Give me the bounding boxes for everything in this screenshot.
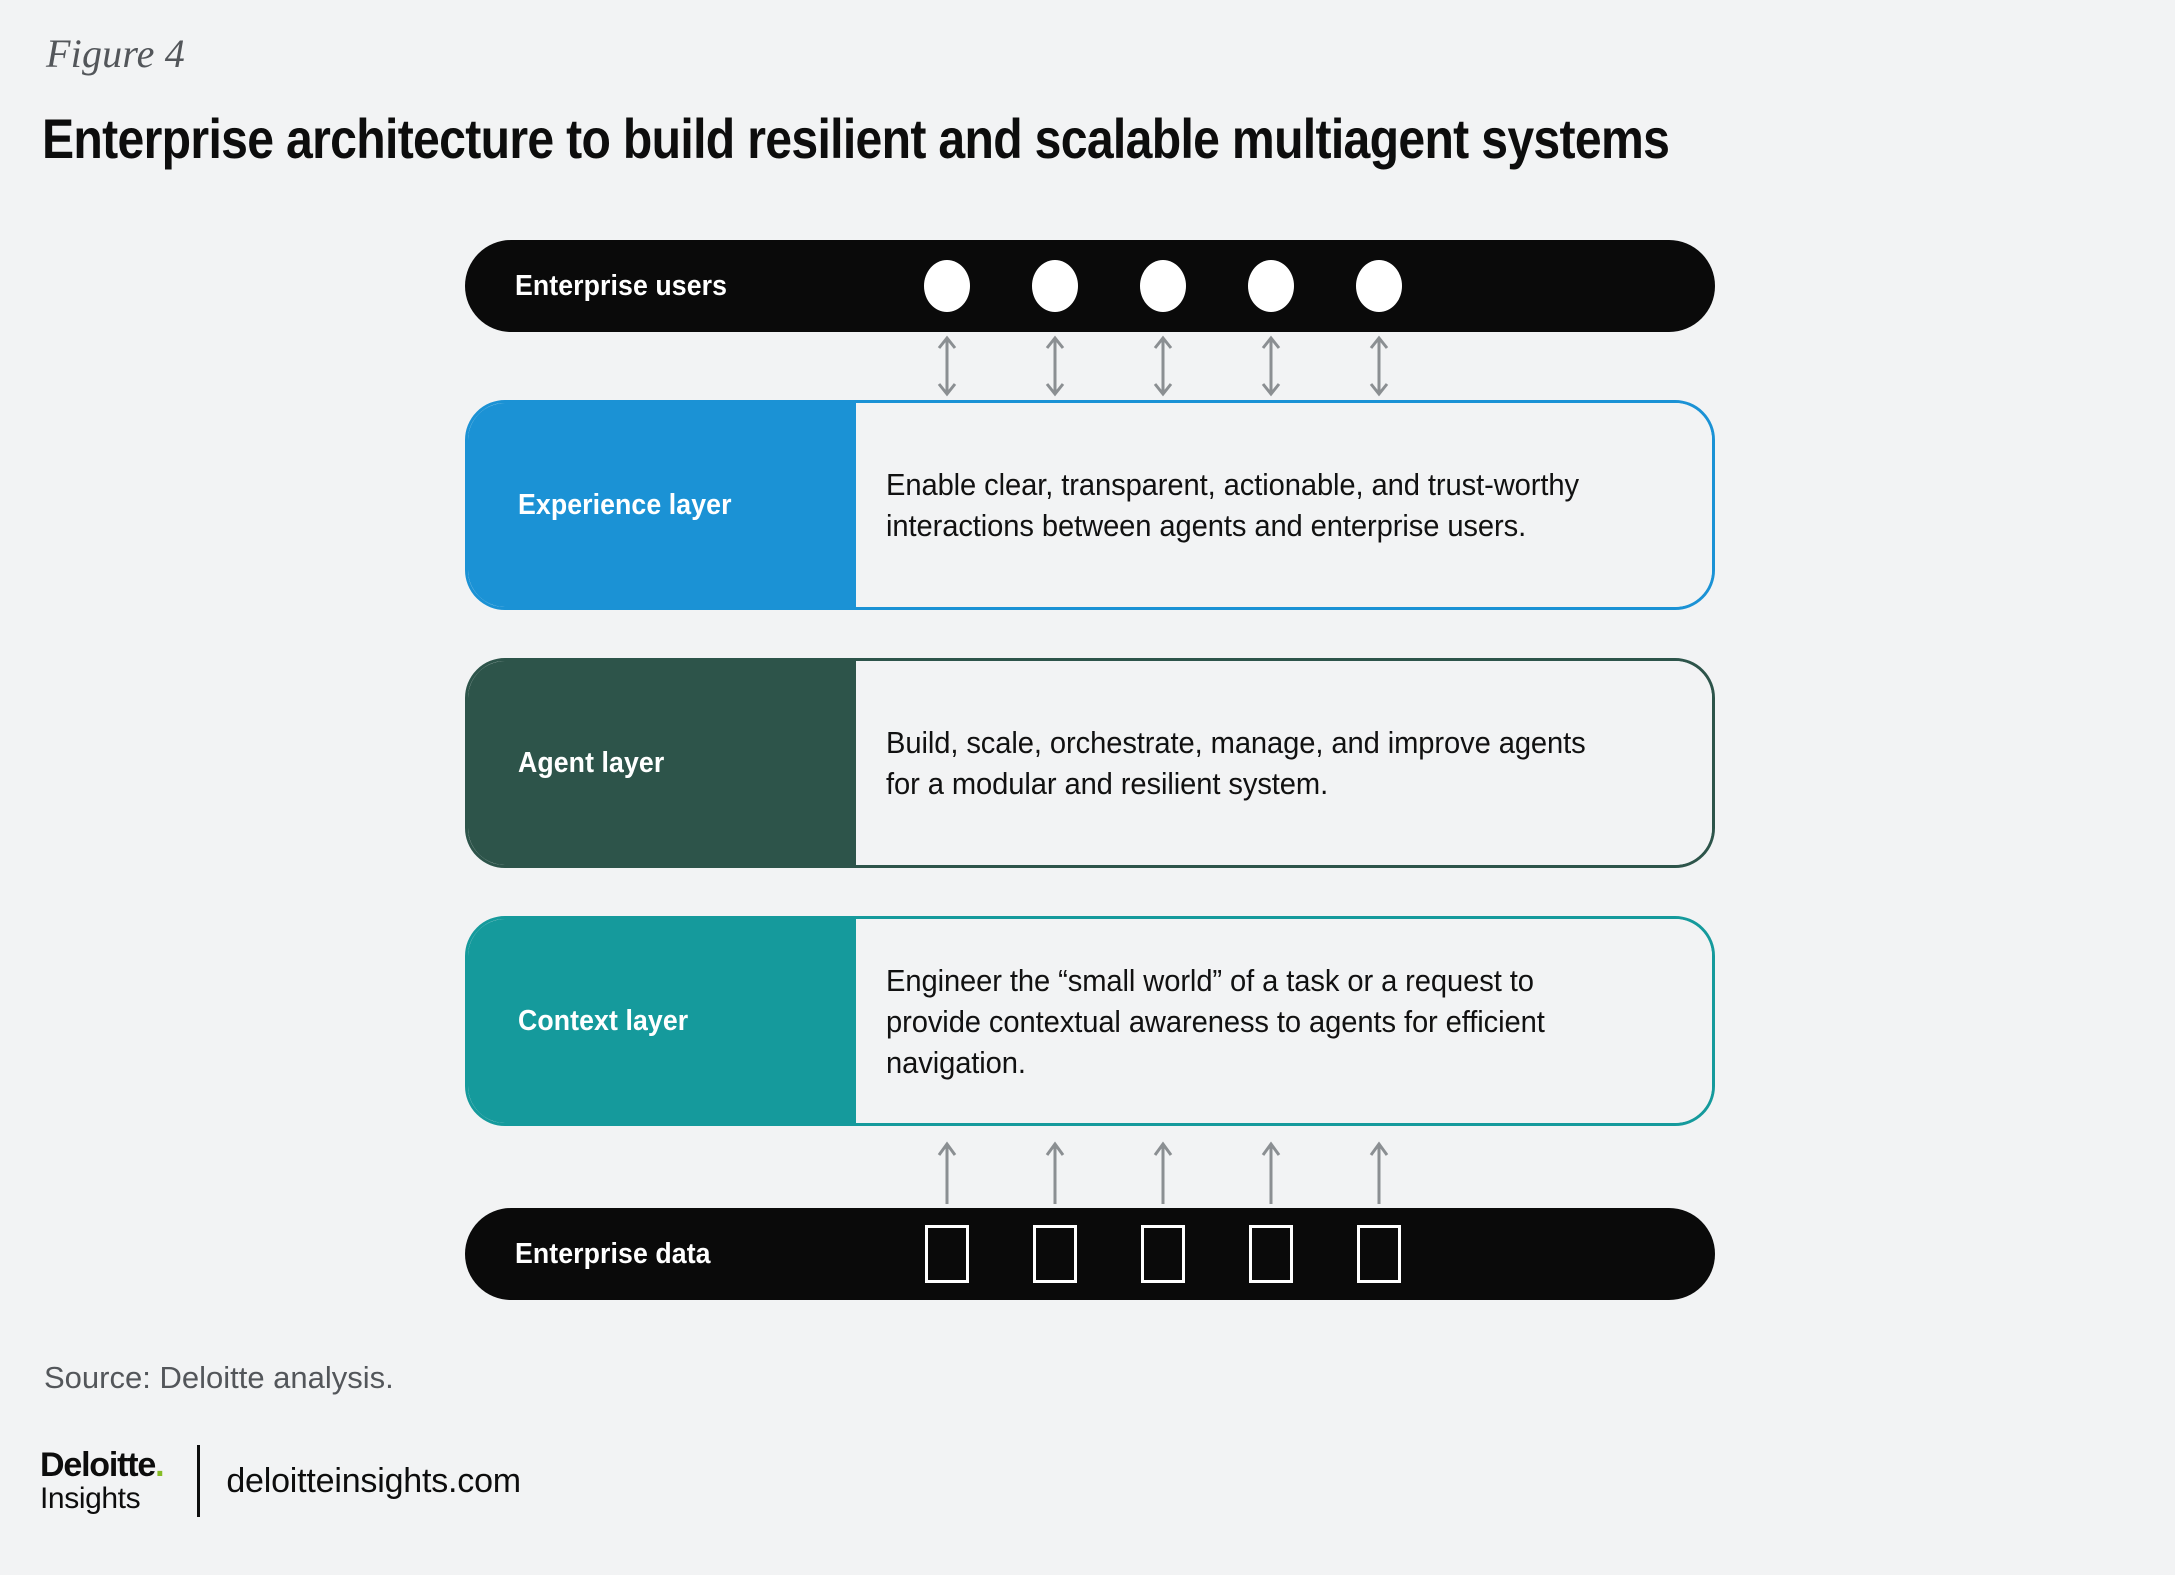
- layer-name: Experience layer: [518, 488, 732, 521]
- double-headed-vertical-arrow-icon: [1045, 335, 1065, 397]
- deloitte-insights-logo: Deloitte. Insights deloitteinsights.com: [40, 1445, 521, 1517]
- double-headed-vertical-arrow-icon: [937, 335, 957, 397]
- arrow-slot: [893, 1138, 1001, 1208]
- user-icon-slot: [1217, 260, 1325, 312]
- layer-left-panel: Context layer: [468, 919, 856, 1123]
- arrow-slot: [1217, 1138, 1325, 1208]
- up-arrow-icon: [1261, 1141, 1281, 1204]
- data-square-icon: [1033, 1225, 1077, 1283]
- logo-deloitte-text: Deloitte.: [40, 1446, 165, 1484]
- layer-right-panel: Enable clear, transparent, actionable, a…: [856, 403, 1712, 607]
- data-icon-row: [893, 1208, 1533, 1300]
- double-headed-vertical-arrow-icon: [1369, 335, 1389, 397]
- figure-number-label: Figure 4: [46, 31, 185, 76]
- user-circle-icon: [1248, 260, 1294, 312]
- layer-description: Build, scale, orchestrate, manage, and i…: [886, 725, 1586, 801]
- up-arrow-icon: [937, 1141, 957, 1204]
- data-square-icon: [1249, 1225, 1293, 1283]
- user-icon-slot: [1325, 260, 1433, 312]
- deloitte-insights-url[interactable]: deloitteinsights.com: [226, 1461, 521, 1500]
- user-circle-icon: [924, 260, 970, 312]
- arrow-slot: [1325, 332, 1433, 400]
- arrow-slot: [1325, 1138, 1433, 1208]
- data-icon-slot: [1109, 1225, 1217, 1283]
- layer-left-panel: Experience layer: [468, 403, 856, 607]
- data-icon-slot: [1001, 1225, 1109, 1283]
- up-arrow-icon: [1369, 1141, 1389, 1204]
- arrow-slot: [1001, 332, 1109, 400]
- data-icon-slot: [893, 1225, 1001, 1283]
- logo-wordmark: Deloitte. Insights: [40, 1446, 165, 1515]
- data-square-icon: [925, 1225, 969, 1283]
- users-to-experience-arrows: [893, 332, 1533, 400]
- layer-name: Context layer: [518, 1004, 689, 1037]
- up-arrow-icon: [1045, 1141, 1065, 1204]
- logo-deloitte-word: Deloitte: [40, 1446, 156, 1484]
- enterprise-data-bar: Enterprise data: [465, 1208, 1715, 1300]
- layer-card-agent[interactable]: Agent layer Build, scale, orchestrate, m…: [465, 658, 1715, 868]
- layer-card-context[interactable]: Context layer Engineer the “small world”…: [465, 916, 1715, 1126]
- user-circle-icon: [1140, 260, 1186, 312]
- double-headed-vertical-arrow-icon: [1261, 335, 1281, 397]
- arrow-slot: [1001, 1138, 1109, 1208]
- source-note: Source: Deloitte analysis.: [44, 1360, 394, 1395]
- layer-card-experience[interactable]: Experience layer Enable clear, transpare…: [465, 400, 1715, 610]
- logo-divider: [197, 1445, 201, 1517]
- logo-green-dot-icon: .: [155, 1446, 164, 1484]
- user-icon-slot: [893, 260, 1001, 312]
- user-circle-icon: [1032, 260, 1078, 312]
- arrow-slot: [893, 332, 1001, 400]
- layer-description: Enable clear, transparent, actionable, a…: [886, 467, 1579, 543]
- enterprise-users-bar: Enterprise users: [465, 240, 1715, 332]
- user-icon-slot: [1109, 260, 1217, 312]
- data-to-context-arrows: [893, 1138, 1533, 1208]
- enterprise-users-label: Enterprise users: [515, 269, 728, 302]
- arrow-slot: [1217, 332, 1325, 400]
- data-icon-slot: [1217, 1225, 1325, 1283]
- figure-title: Enterprise architecture to build resilie…: [42, 107, 1670, 170]
- user-circle-icon: [1356, 260, 1402, 312]
- layer-right-panel: Build, scale, orchestrate, manage, and i…: [856, 661, 1712, 865]
- data-square-icon: [1141, 1225, 1185, 1283]
- arrow-slot: [1109, 1138, 1217, 1208]
- user-icon-row: [893, 240, 1533, 332]
- logo-insights-text: Insights: [40, 1482, 141, 1515]
- user-icon-slot: [1001, 260, 1109, 312]
- layer-description: Engineer the “small world” of a task or …: [886, 962, 1545, 1080]
- data-icon-slot: [1325, 1225, 1433, 1283]
- data-square-icon: [1357, 1225, 1401, 1283]
- up-arrow-icon: [1153, 1141, 1173, 1204]
- double-headed-vertical-arrow-icon: [1153, 335, 1173, 397]
- architecture-diagram: Enterprise users: [465, 240, 1715, 1300]
- layer-left-panel: Agent layer: [468, 661, 856, 865]
- layer-name: Agent layer: [518, 746, 665, 779]
- arrow-slot: [1109, 332, 1217, 400]
- enterprise-data-label: Enterprise data: [515, 1237, 711, 1270]
- layer-right-panel: Engineer the “small world” of a task or …: [856, 919, 1712, 1123]
